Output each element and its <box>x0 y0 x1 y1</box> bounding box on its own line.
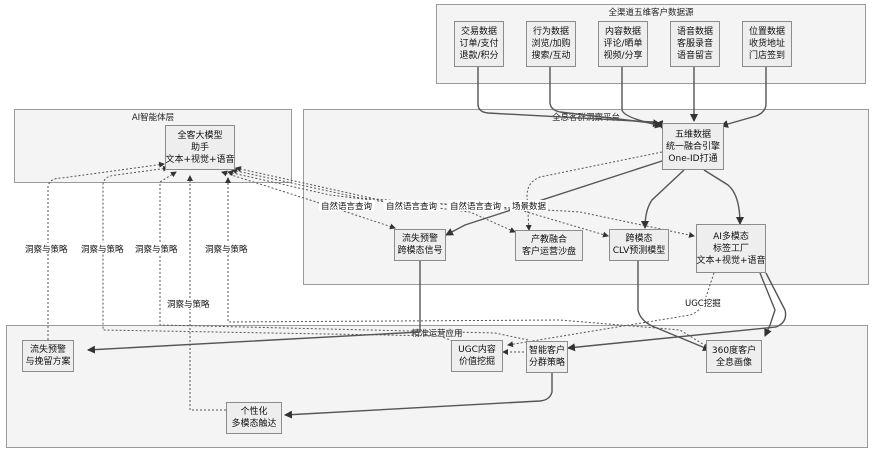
node-llm-assistant-line-1: 全客大模型 <box>177 130 223 141</box>
node-location-data-line-1: 位置数据 <box>748 27 785 37</box>
node-ops-sandbox: 产教融合 客户运营沙盘 <box>515 230 583 261</box>
cluster-ai-layer: AI智能体层 <box>14 109 292 183</box>
node-churn-signal: 流失预警 跨模态信号 <box>394 229 446 261</box>
node-llm-assistant: 全客大模型 助手 文本+视觉+语音 <box>165 125 235 170</box>
node-clv-model: 跨模态 CLV预测模型 <box>609 229 669 261</box>
node-behavior-data: 行为数据 浏览/加购 搜索/互动 <box>526 21 576 67</box>
node-retention-plan: 流失预警 与挽留方案 <box>22 340 74 372</box>
node-behavior-data-line-1: 行为数据 <box>532 27 569 37</box>
cluster-title-insight-platform: 全息客群洞察平台 <box>551 113 620 123</box>
node-llm-assistant-line-2: 助手 <box>190 142 209 153</box>
edge-label-insight-4: 洞察与策略 <box>205 244 248 255</box>
node-churn-signal-line-2: 跨模态信号 <box>397 246 443 256</box>
node-trade-data-line-2: 订单/支付 <box>459 39 499 49</box>
edge-label-insight-1: 洞察与策略 <box>25 244 68 255</box>
edge-label-ugc-mining: UGC挖掘 <box>685 298 721 309</box>
node-fusion-engine-line-1: 五维数据 <box>674 129 711 140</box>
node-tag-factory: AI多模态 标签工厂 文本+视觉+语音 <box>696 224 766 273</box>
edge-label-insight-5: 洞察与策略 <box>167 299 210 310</box>
node-fusion-engine: 五维数据 统一融合引擎 One-ID打通 <box>662 123 724 170</box>
cluster-title-precision-ops: 精准运营应用 <box>411 329 463 339</box>
node-customer-segmentation-line-2: 分群策略 <box>528 358 565 368</box>
node-personalized-reach-line-1: 个性化 <box>240 407 268 417</box>
node-location-data-line-2: 收货地址 <box>748 39 785 49</box>
node-trade-data: 交易数据 订单/支付 退款/积分 <box>454 21 504 67</box>
node-content-data-line-2: 评论/晒单 <box>603 39 643 49</box>
edge-retention-assistant <box>47 161 165 344</box>
cluster-insight-platform: 全息客群洞察平台 <box>303 109 869 285</box>
node-tag-factory-line-3: 文本+视觉+语音 <box>696 255 766 266</box>
cluster-title-ai-layer: AI智能体层 <box>131 113 175 123</box>
node-location-data: 位置数据 收货地址 门店签到 <box>742 21 792 67</box>
node-retention-plan-line-2: 与挽留方案 <box>25 357 71 367</box>
cluster-title-data-sources: 全渠道五维客户数据源 <box>608 8 694 18</box>
node-voice-data-line-2: 客服录音 <box>676 39 713 49</box>
node-tag-factory-line-2: 标签工厂 <box>712 243 749 254</box>
node-trade-data-line-3: 退款/积分 <box>459 51 499 61</box>
node-voice-data: 语音数据 客服录音 语音留言 <box>670 21 720 67</box>
node-trade-data-line-1: 交易数据 <box>460 27 497 37</box>
node-location-data-line-3: 门店签到 <box>748 51 785 61</box>
node-behavior-data-line-2: 浏览/加购 <box>531 39 571 49</box>
node-behavior-data-line-3: 搜索/互动 <box>531 51 571 61</box>
node-retention-plan-line-1: 流失预警 <box>29 345 66 355</box>
node-360-profile-line-1: 360度客户 <box>711 345 757 356</box>
node-content-data: 内容数据 评论/晒单 视频/分享 <box>598 21 648 67</box>
node-ugc-mining-line-1: UGC内容 <box>458 345 496 355</box>
node-ugc-mining-line-2: 价值挖掘 <box>458 357 495 367</box>
node-voice-data-line-3: 语音留言 <box>676 51 713 61</box>
node-fusion-engine-line-2: 统一融合引擎 <box>665 141 720 152</box>
node-clv-model-line-1: 跨模态 <box>625 234 653 244</box>
node-customer-segmentation-line-1: 智能客户 <box>528 346 565 356</box>
node-personalized-reach-line-2: 多模态触达 <box>231 419 277 429</box>
node-clv-model-line-2: CLV预测模型 <box>612 246 666 256</box>
node-360-profile: 360度客户 全息画像 <box>706 340 762 373</box>
node-voice-data-line-1: 语音数据 <box>676 27 713 37</box>
node-llm-assistant-line-3: 文本+视觉+语音 <box>165 154 235 165</box>
edge-label-insight-2: 洞察与策略 <box>81 244 124 255</box>
node-personalized-reach: 个性化 多模态触达 <box>226 402 282 434</box>
node-ugc-mining: UGC内容 价值挖掘 <box>451 340 503 372</box>
node-content-data-line-3: 视频/分享 <box>603 51 643 61</box>
node-customer-segmentation: 智能客户 分群策略 <box>526 341 568 373</box>
node-tag-factory-line-1: AI多模态 <box>713 231 749 242</box>
node-content-data-line-1: 内容数据 <box>604 27 641 37</box>
node-fusion-engine-line-3: One-ID打通 <box>668 153 718 164</box>
edge-label-insight-3: 洞察与策略 <box>135 244 178 255</box>
node-ops-sandbox-line-2: 客户运营沙盘 <box>521 246 576 257</box>
node-churn-signal-line-1: 流失预警 <box>401 234 438 244</box>
node-360-profile-line-2: 全息画像 <box>715 357 752 368</box>
node-ops-sandbox-line-1: 产教融合 <box>530 234 567 245</box>
